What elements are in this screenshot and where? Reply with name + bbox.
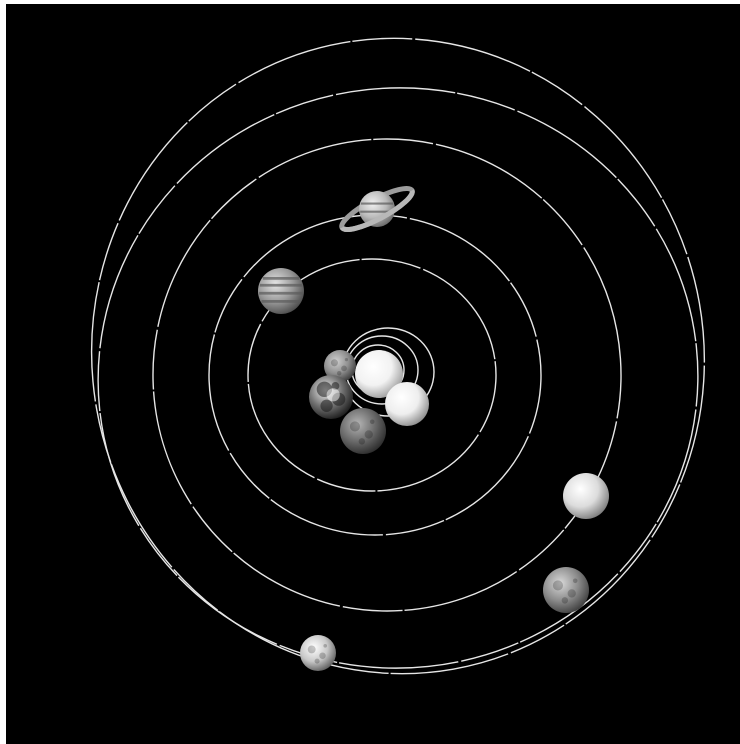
neptune-planet: [543, 567, 589, 613]
pluto-planet-disc: [300, 635, 336, 671]
surface-spot: [552, 580, 564, 591]
venus-planet: [385, 382, 429, 426]
continent-patch: [331, 382, 340, 390]
uranus-planet: [563, 473, 609, 519]
surface-spot: [307, 645, 316, 654]
continent-patch: [320, 399, 333, 412]
neptune-planet-disc: [543, 567, 589, 613]
cloud-patch: [326, 388, 340, 402]
jupiter-planet: [258, 268, 304, 314]
surface-spot: [336, 370, 342, 376]
surface-spot: [369, 419, 375, 425]
surface-spot: [572, 578, 578, 584]
surface-spot: [567, 589, 576, 598]
sun-body-disc: [355, 350, 403, 398]
surface-spot: [561, 597, 569, 604]
surface-spot: [319, 652, 326, 659]
venus-planet-disc: [385, 382, 429, 426]
orbit-path: [152, 138, 622, 612]
surface-spot: [341, 365, 347, 372]
mercury-planet: [324, 350, 356, 382]
surface-spot: [323, 644, 328, 648]
jupiter-planet-disc: [258, 268, 304, 314]
pluto-planet: [300, 635, 336, 671]
surface-spot: [358, 438, 366, 445]
surface-spot: [344, 358, 348, 362]
mercury-planet-disc: [324, 350, 356, 382]
orbit-path: [90, 37, 706, 675]
surface-spot: [364, 430, 373, 439]
surface-spot: [330, 359, 338, 367]
orbit-path: [247, 258, 497, 492]
celestial-bodies: [258, 185, 609, 671]
surface-spot: [314, 658, 320, 664]
earth-planet: [309, 375, 353, 419]
mars-planet-disc: [340, 408, 386, 454]
surface-spot: [349, 421, 361, 432]
saturn-ring-front: [339, 189, 415, 233]
saturn-planet: [339, 185, 415, 233]
sun-body: [355, 350, 403, 398]
mars-planet: [340, 408, 386, 454]
orbit-paths: [90, 37, 706, 675]
uranus-planet-disc: [563, 473, 609, 519]
orbit-path: [97, 87, 699, 669]
